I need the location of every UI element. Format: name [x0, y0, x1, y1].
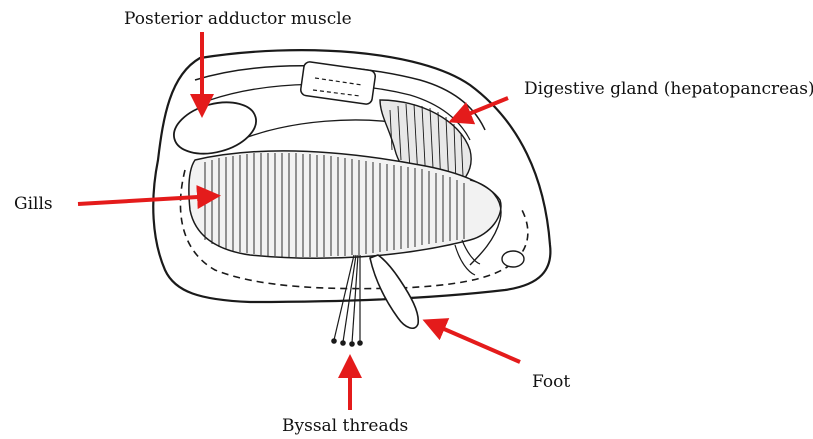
arrow-foot	[428, 322, 520, 362]
anterior-adductor-muscle	[502, 251, 524, 267]
label-foot: Foot	[532, 374, 570, 391]
label-gills: Gills	[14, 196, 53, 213]
label-digestive-gland: Digestive gland (hepatopancreas)	[524, 81, 813, 98]
label-posterior-adductor-muscle: Posterior adductor muscle	[124, 11, 352, 28]
label-byssal-threads: Byssal threads	[282, 418, 408, 435]
